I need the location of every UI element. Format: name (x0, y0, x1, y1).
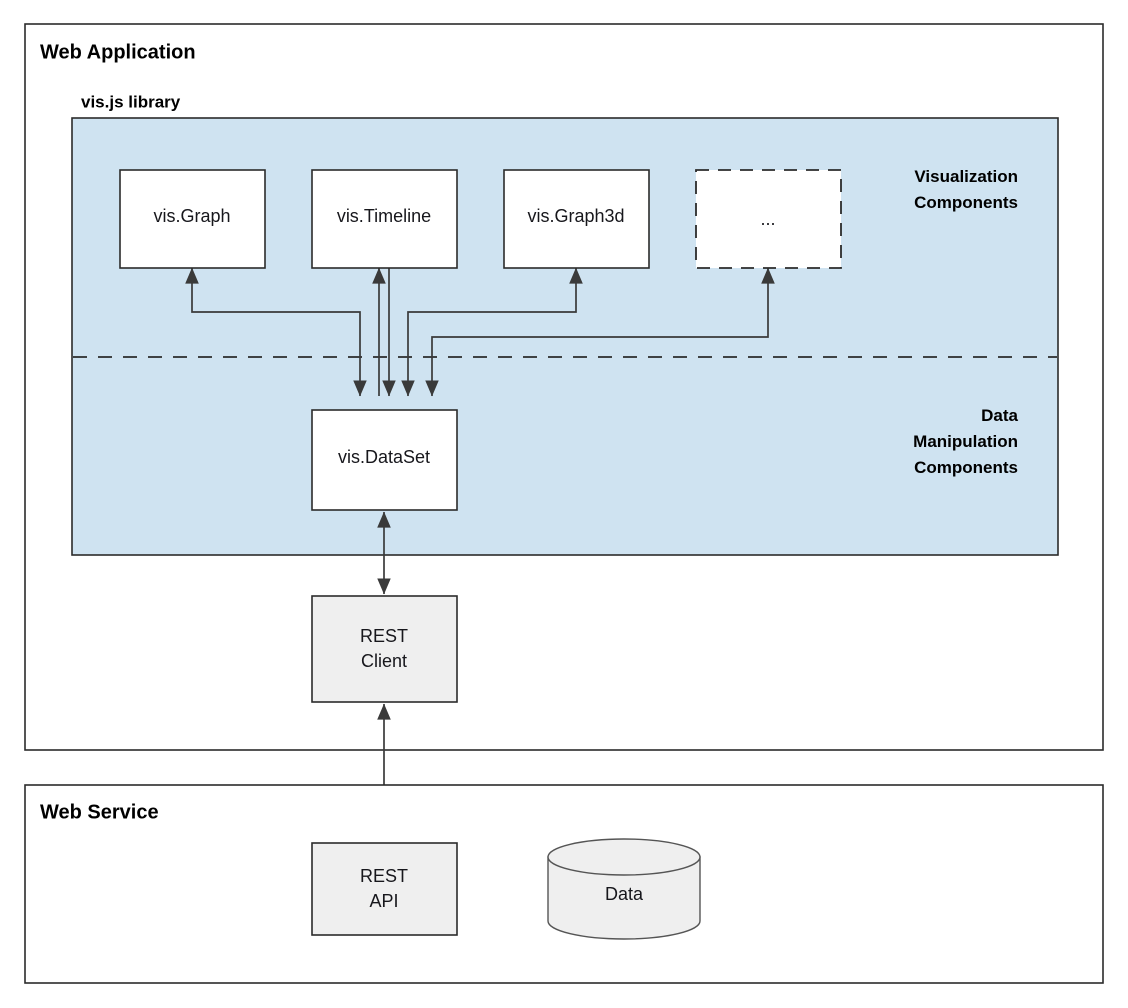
node-vis-timeline[interactable] (311, 169, 458, 269)
node-rest-api[interactable] (311, 842, 458, 936)
node-label-vis-graph3d: vis.Graph3d (527, 206, 624, 226)
node-vis-graph[interactable] (119, 169, 266, 269)
connector-dataset-to-more (425, 267, 775, 397)
node-label-rest-client-line1: REST (360, 626, 408, 646)
node-label-rest-api-line2: API (369, 891, 398, 911)
node-vis-graph3d[interactable] (503, 169, 650, 269)
node-more-components[interactable] (695, 169, 842, 269)
data-store-top-ellipse (547, 838, 701, 876)
group-title-visjs-library: vis.js library (81, 92, 181, 111)
zone-label-data-manipulation-line1: Data (981, 406, 1018, 425)
node-label-rest-client-line2: Client (361, 651, 407, 671)
node-label-more-components: ... (760, 209, 775, 229)
data-store-body (547, 856, 701, 940)
node-label-data-store: Data (605, 884, 644, 904)
zone-label-data-manipulation-line3: Components (914, 458, 1018, 477)
frame-title-web-service: Web Service (40, 801, 159, 823)
node-label-rest-api-line1: REST (360, 866, 408, 886)
node-vis-dataset[interactable] (311, 409, 458, 511)
node-label-vis-timeline: vis.Timeline (337, 206, 431, 226)
zone-label-visualization-line1: Visualization (914, 167, 1018, 186)
node-rest-client[interactable] (311, 595, 458, 703)
zone-label-data-manipulation-line2: Manipulation (913, 432, 1018, 451)
node-label-vis-graph: vis.Graph (153, 206, 230, 226)
connector-dataset-to-vis-graph (185, 267, 367, 397)
zone-label-visualization-line2: Components (914, 193, 1018, 212)
frame-title-web-application: Web Application (40, 41, 196, 63)
node-label-vis-dataset: vis.DataSet (338, 447, 430, 467)
node-data-store[interactable]: Data (547, 838, 701, 940)
